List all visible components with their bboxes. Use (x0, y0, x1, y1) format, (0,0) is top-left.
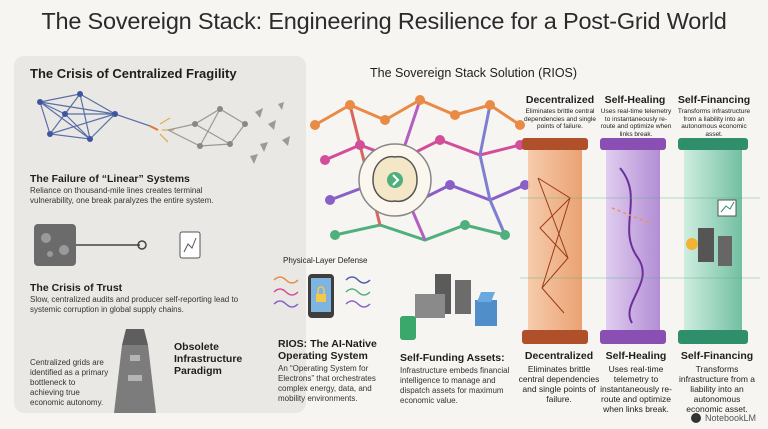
pillar-selffinancing-top-title: Self-Financing (677, 94, 751, 106)
mesh-network-illustration (310, 95, 530, 242)
crisis-heading: The Crisis of Centralized Fragility (30, 66, 237, 81)
brand-text: NotebookLM (704, 413, 756, 423)
pillar-selffinancing-text: Transforms infrastructure from a liabili… (678, 364, 756, 414)
trust-text: Slow, centralized audits and producer se… (30, 295, 239, 314)
linear-title: The Failure of “Linear” Systems (30, 173, 190, 185)
linear-text: Reliance on thousand-mile lines creates … (30, 186, 214, 205)
pillar-selfhealing-top-title: Self-Healing (604, 94, 666, 106)
pillar-selffinancing-title: Self-Financing (680, 350, 754, 362)
brand-label: NotebookLM (690, 413, 756, 423)
pillar-decentralized-text: Eliminates brittle central dependencies … (518, 364, 600, 404)
pillar-selfhealing-top-text: Uses real-time telemetry to instantaneou… (600, 108, 672, 138)
solution-heading: The Sovereign Stack Solution (RIOS) (370, 66, 578, 80)
self-funding-title: Self-Funding Assets: (400, 352, 505, 364)
pillar-decentralized-title: Decentralized (524, 350, 594, 362)
rios-title: RIOS: The AI-Native Operating System (278, 338, 377, 362)
notebook-logo-icon (690, 413, 701, 423)
broken-network-illustration (37, 91, 290, 164)
obsolete-text: Centralized grids are identified as a pr… (30, 358, 109, 407)
pillar-selfhealing-text: Uses real-time telemetry to instantaneou… (600, 364, 672, 414)
rios-text: An “Operating System for Electrons” that… (278, 364, 376, 403)
self-funding-text: Infrastructure embeds financial intellig… (400, 366, 510, 405)
energy-assets-illustration (400, 274, 497, 340)
trust-illustration (34, 224, 201, 266)
pillar-selffinancing-top-text: Transforms infrastructure from a liabili… (677, 108, 751, 138)
pillar-decentralized-top-title: Decentralized (525, 94, 595, 106)
pillars-illustration (520, 138, 760, 344)
pillar-selfhealing-title: Self-Healing (605, 350, 667, 362)
tower-illustration (114, 329, 156, 413)
physical-layer-label: Physical-Layer Defense (283, 256, 368, 265)
obsolete-title: Obsolete Infrastructure Paradigm (174, 341, 243, 377)
page-title: The Sovereign Stack: Engineering Resilie… (41, 8, 727, 34)
phone-lock-illustration (273, 274, 371, 318)
pillar-decentralized-top-text: Eliminates brittle central dependencies … (524, 108, 596, 130)
trust-title: The Crisis of Trust (30, 282, 123, 294)
